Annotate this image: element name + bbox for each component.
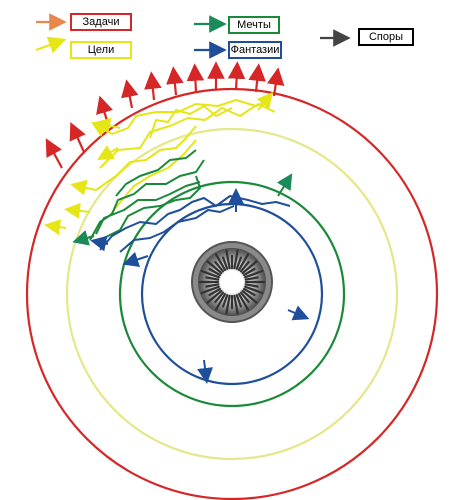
core-spike xyxy=(208,287,221,297)
ring-fantasies xyxy=(140,202,324,386)
core-spike xyxy=(244,270,264,279)
core-spike xyxy=(233,249,239,270)
core-spike xyxy=(239,291,250,303)
legend-disputes-label: Споры xyxy=(368,31,404,43)
ring-goals xyxy=(65,127,399,461)
legend-goals-label: Цели xyxy=(87,44,115,56)
core-spike xyxy=(225,294,231,315)
core-spike xyxy=(235,294,242,308)
goal-paths xyxy=(44,91,276,236)
core-spike xyxy=(244,285,264,294)
sunburst-core-icon xyxy=(191,241,273,323)
core-spike xyxy=(244,276,259,281)
core-spike xyxy=(244,283,259,288)
core-spike xyxy=(241,260,258,275)
legend-goals-arrow xyxy=(35,36,67,54)
core-spike xyxy=(243,267,256,277)
fantasy-paths xyxy=(90,188,310,384)
core-spike xyxy=(233,294,239,315)
legend-fantasies-box: Фантазии xyxy=(228,41,282,59)
ring-dreams xyxy=(118,180,346,408)
core-spike xyxy=(214,291,225,303)
core-spike xyxy=(205,276,220,281)
core-spike xyxy=(239,261,250,273)
dream-paths xyxy=(72,149,293,246)
legend-dreams-label: Мечты xyxy=(237,19,271,31)
legend-fantasies-label: Фантазии xyxy=(230,44,280,56)
core-spike xyxy=(205,283,220,288)
core-spike xyxy=(225,249,231,270)
core-spike xyxy=(214,253,227,271)
core-spike xyxy=(208,267,221,277)
core-spike xyxy=(243,287,256,297)
core-spike xyxy=(200,270,220,279)
core-spike xyxy=(237,253,250,271)
task-arrows xyxy=(45,61,285,169)
core-spike xyxy=(222,294,229,308)
core-spike xyxy=(200,285,220,294)
core-spike xyxy=(206,289,223,304)
legend-goals-box: Цели xyxy=(70,41,132,59)
core-spike xyxy=(214,293,227,311)
core-spike xyxy=(222,256,229,270)
core-spike xyxy=(237,293,250,311)
legend-disputes-box: Споры xyxy=(358,28,414,46)
core-spike xyxy=(235,256,242,270)
ring-tasks xyxy=(25,87,439,500)
legend-tasks-label: Задачи xyxy=(82,16,120,28)
core-spike xyxy=(241,289,258,304)
legend-tasks-box: Задачи xyxy=(70,13,132,31)
core-spike xyxy=(206,260,223,275)
core-spike xyxy=(214,261,225,273)
legend-dreams-box: Мечты xyxy=(228,16,280,34)
